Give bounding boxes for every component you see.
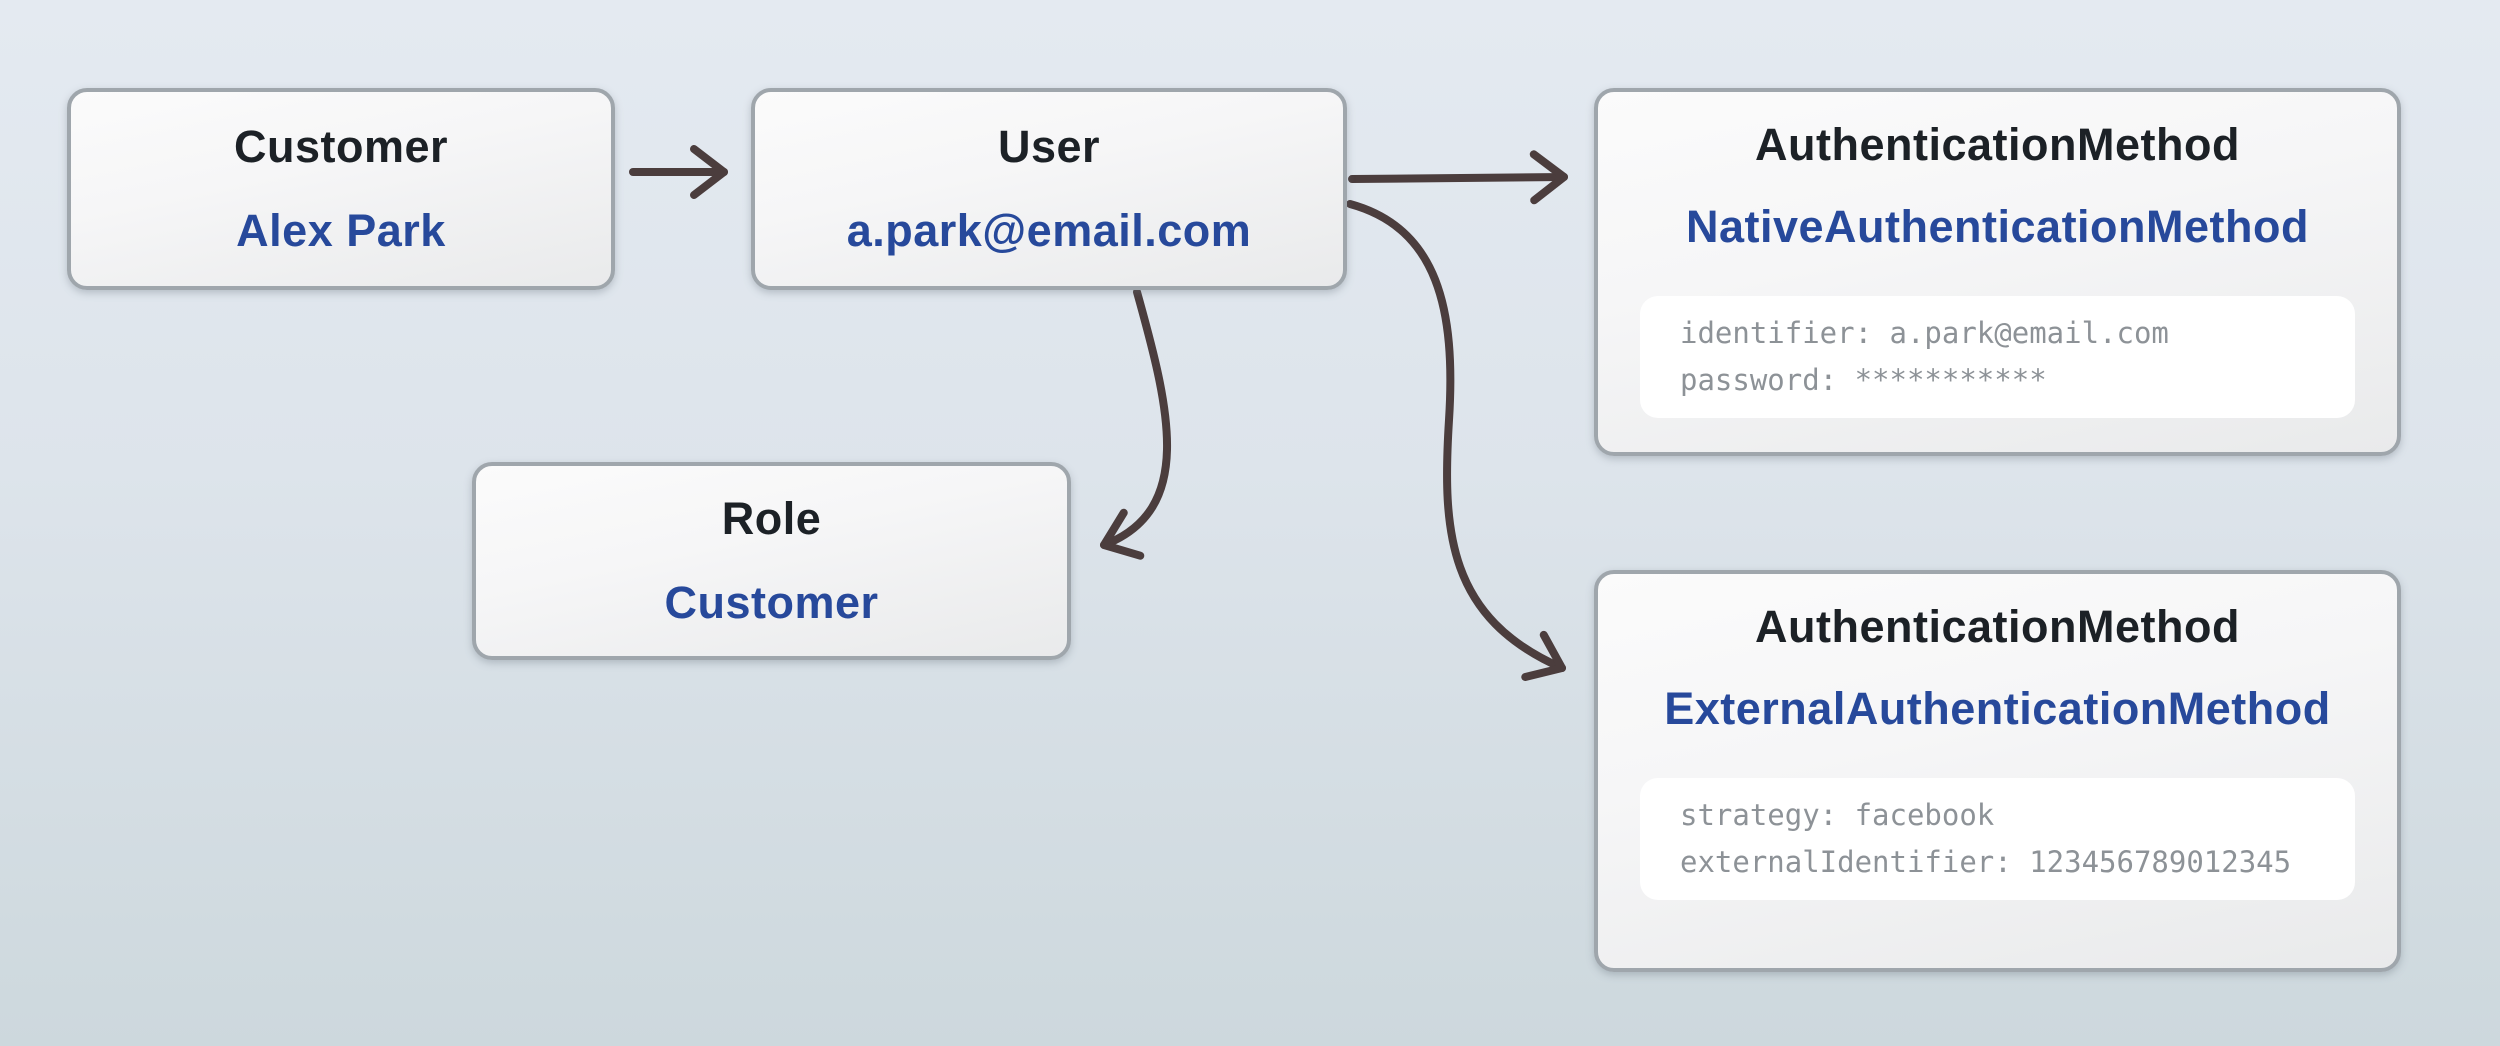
attribute-line: strategy: facebook [1680, 798, 1995, 832]
node-customer: Customer Alex Park [67, 88, 615, 290]
node-title: Customer [233, 121, 449, 172]
node-user: User a.park@email.com [751, 88, 1347, 290]
attributes-panel: strategy: facebook externalIdentifier: 1… [1640, 778, 2355, 900]
node-role: Role Customer [472, 462, 1071, 660]
attribute-line: externalIdentifier: 123456789012345 [1680, 845, 2292, 879]
node-value: ExternalAuthenticationMethod [1664, 683, 2331, 734]
edge-user-native-auth [1348, 150, 1568, 205]
node-title: AuthenticationMethod [1755, 601, 2240, 652]
edge-user-external-auth [1346, 200, 1566, 681]
node-native-authentication-method: AuthenticationMethod NativeAuthenticatio… [1594, 88, 2401, 456]
node-value: Customer [664, 577, 879, 628]
attribute-line: password: *********** [1680, 363, 2047, 397]
attribute-line: identifier: a.park@email.com [1680, 316, 2169, 350]
node-value: NativeAuthenticationMethod [1685, 201, 2309, 252]
node-title: AuthenticationMethod [1755, 119, 2240, 170]
node-value: Alex Park [236, 205, 446, 256]
node-title: User [997, 121, 1101, 172]
node-external-authentication-method: AuthenticationMethod ExternalAuthenticat… [1594, 570, 2401, 972]
edge-user-role [1100, 288, 1171, 560]
node-value: a.park@email.com [846, 205, 1252, 256]
attributes-panel: identifier: a.park@email.com password: *… [1640, 296, 2355, 418]
node-title: Role [721, 493, 822, 544]
